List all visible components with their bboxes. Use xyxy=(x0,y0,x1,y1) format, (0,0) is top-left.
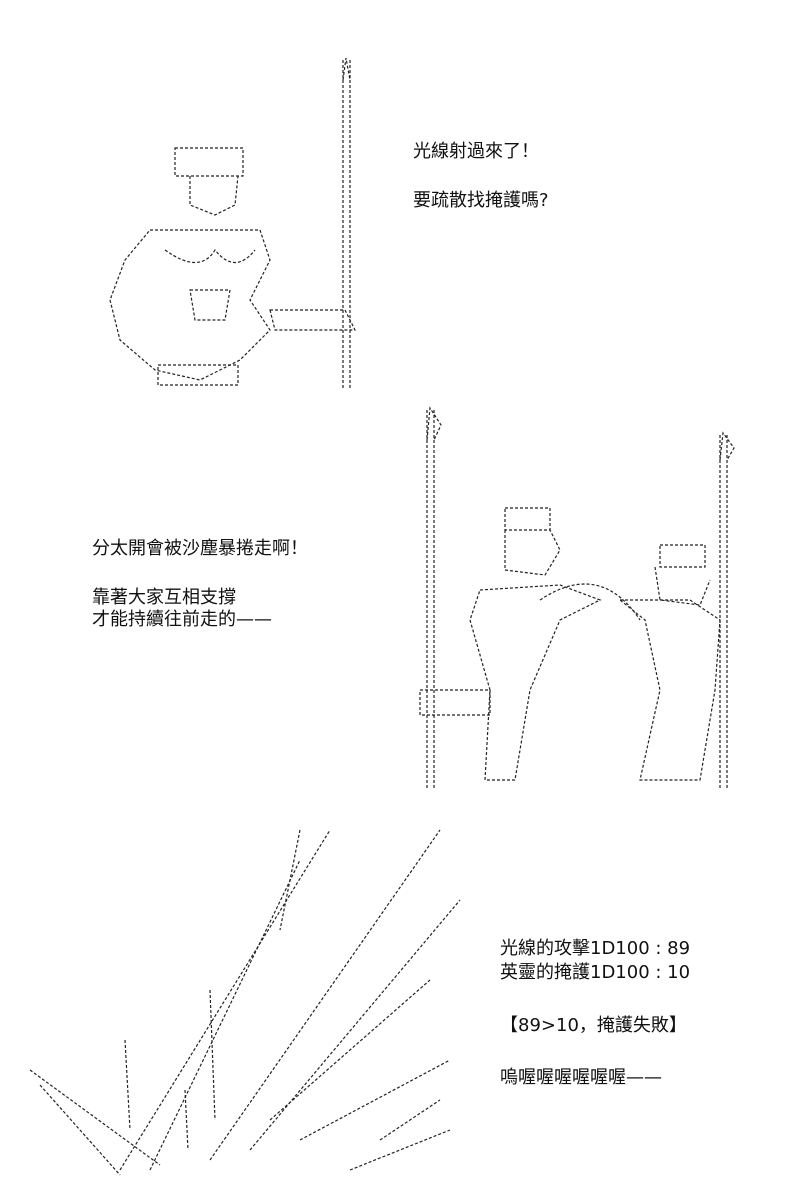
spear-2 xyxy=(426,406,442,790)
spear-3 xyxy=(719,431,735,790)
panel1-line2: 要疏散找掩護嗎? xyxy=(413,190,549,211)
light-burst xyxy=(29,829,461,1176)
linked-arms xyxy=(539,583,641,621)
attack-roll-line: 光線的攻擊1D100 : 89 xyxy=(500,938,691,959)
panel2-line2: 靠著大家互相支撐 xyxy=(92,587,236,608)
panel1-line1: 光線射過來了！ xyxy=(413,141,539,162)
warrior-figure-2b xyxy=(618,544,721,781)
spear-1 xyxy=(342,57,351,388)
panel2-line1: 分太開會被沙塵暴捲走啊！ xyxy=(92,538,308,559)
scream-line: 嗚喔喔喔喔喔喔—— xyxy=(500,1067,662,1088)
warrior-figure-1 xyxy=(109,147,356,386)
defense-roll-line: 英靈的掩護1D100 : 10 xyxy=(500,962,691,983)
result-line: 【89>10，掩護失敗】 xyxy=(500,1015,687,1036)
warrior-figure-2 xyxy=(419,507,602,781)
panel2-line3: 才能持續往前走的—— xyxy=(92,609,272,630)
